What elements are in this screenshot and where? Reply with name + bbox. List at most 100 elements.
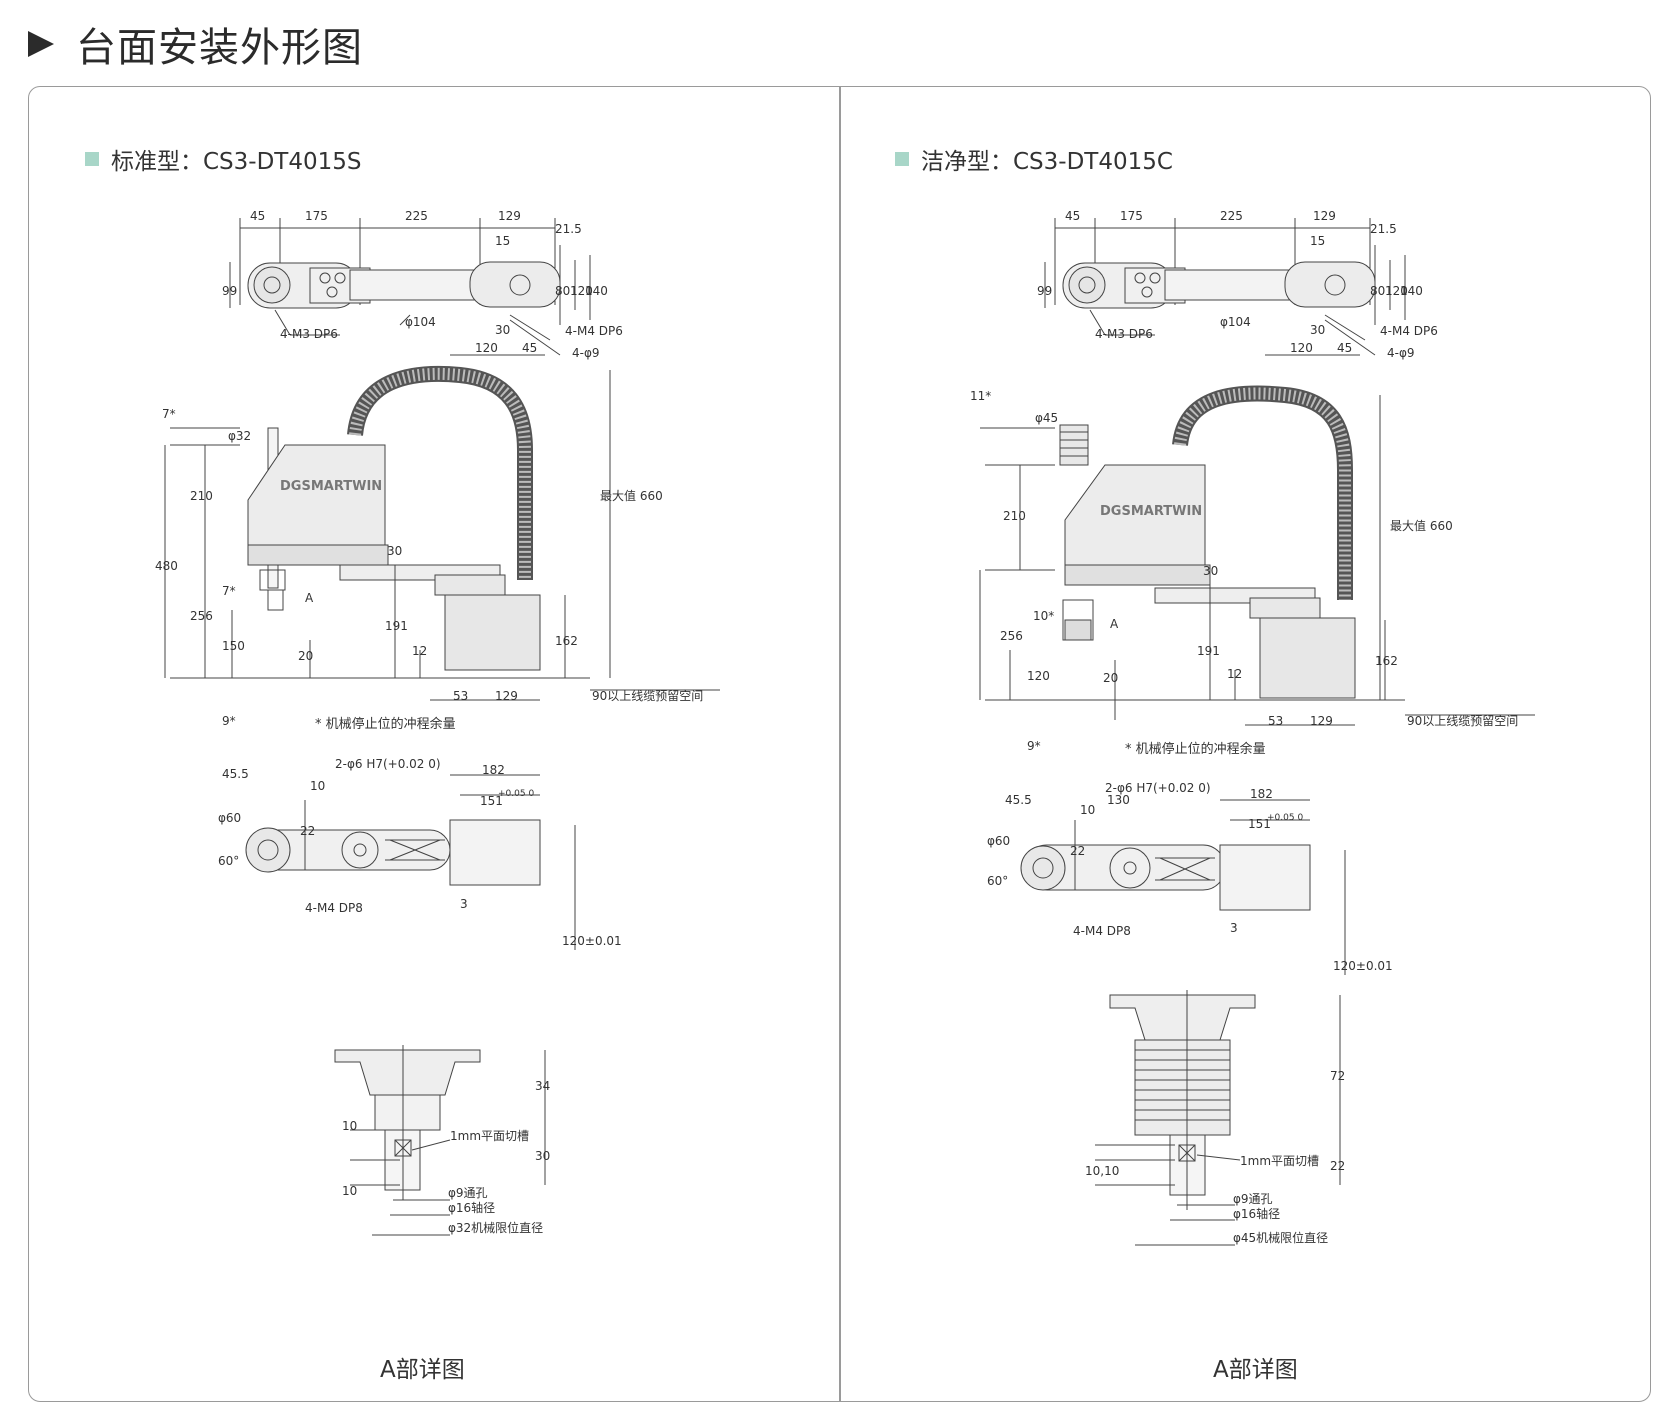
- dim-label: 11*: [970, 389, 991, 403]
- dim-label: φ104: [405, 315, 436, 329]
- dim-label: 22: [1070, 844, 1085, 858]
- dim-label: 7*: [222, 584, 236, 598]
- dim-label: 12: [1227, 667, 1242, 681]
- dim-label: 99: [1037, 284, 1052, 298]
- dim-label: 4-M3 DP6: [280, 327, 338, 341]
- dim-label: φ16轴径: [1233, 1206, 1280, 1221]
- dim-label: 30: [495, 323, 510, 337]
- dim-label: 140: [585, 284, 608, 298]
- panel-divider: [839, 87, 841, 1401]
- right-detail-a: [1095, 990, 1341, 1246]
- dim-label: 30: [387, 544, 402, 558]
- dim-label: 10*: [1033, 609, 1054, 623]
- dim-label: 3: [1230, 921, 1238, 935]
- dim-label: 21.5: [1370, 222, 1397, 236]
- dim-label: 1mm平面切槽: [1240, 1154, 1319, 1168]
- dim-label: 162: [555, 634, 578, 648]
- dim-label: φ32机械限位直径: [448, 1220, 543, 1235]
- square-bullet-icon: [85, 152, 99, 166]
- brand-logo-text: DGSMARTWIN: [1100, 504, 1202, 519]
- dim-label: +0.05 0: [498, 789, 534, 799]
- dim-label: 129: [1313, 209, 1336, 223]
- right-top-view: [1044, 218, 1406, 356]
- dim-label: 15: [1310, 234, 1325, 248]
- dim-label: 90以上线缆预留空间: [592, 689, 703, 703]
- dim-label: 4-M4 DP8: [305, 901, 363, 915]
- dim-label: 60°: [218, 854, 239, 868]
- right-model-label: 洁净型：CS3-DT4015C: [921, 149, 1173, 175]
- section-header: 台面安装外形图: [28, 14, 363, 74]
- left-top-view: [229, 218, 591, 356]
- dim-label: 129: [495, 689, 518, 703]
- right-bottom-view: [1020, 799, 1346, 975]
- dim-label: 最大值 660: [600, 488, 663, 503]
- page-title: 台面安装外形图: [76, 25, 363, 71]
- dim-label: 80: [1370, 284, 1385, 298]
- dim-label: 4-M4 DP6: [565, 324, 623, 338]
- dim-label: 45.5: [222, 767, 249, 781]
- dim-label: 175: [305, 209, 328, 223]
- square-bullet-icon: [895, 152, 909, 166]
- dim-label: 7*: [162, 407, 176, 421]
- dim-label: 1mm平面切槽: [450, 1129, 529, 1143]
- dim-label: 30: [535, 1149, 550, 1163]
- dim-label: 162: [1375, 654, 1398, 668]
- dim-label: φ9通孔: [448, 1186, 488, 1200]
- dim-label: 120: [570, 284, 593, 298]
- dim-label: 129: [498, 209, 521, 223]
- stroke-note: * 机械停止位的冲程余量: [1125, 741, 1266, 757]
- dim-label: 34: [535, 1079, 550, 1093]
- dim-label: 182: [482, 763, 505, 777]
- left-model-label: 标准型：CS3-DT4015S: [111, 149, 362, 175]
- dim-label: 175: [1120, 209, 1143, 223]
- dim-label: 120±0.01: [562, 934, 622, 948]
- dim-label: 9*: [1027, 739, 1041, 753]
- left-bottom-view: [245, 774, 576, 950]
- dim-label: 45: [522, 341, 537, 355]
- dim-label: 4-φ9: [572, 346, 600, 360]
- right-drawing: 45 175 225 129 21.5 15 99 80 120 140 φ10…: [970, 209, 1535, 1246]
- triangle-arrow-icon: [28, 31, 54, 57]
- dim-label: 10: [342, 1184, 357, 1198]
- dim-label: 20: [298, 649, 313, 663]
- dim-label: φ60: [218, 811, 241, 825]
- dim-label: 10,10: [1085, 1164, 1119, 1178]
- dim-label: 10: [1080, 803, 1095, 817]
- dim-label: 225: [405, 209, 428, 223]
- dim-label: 120: [1290, 341, 1313, 355]
- dim-label: 53: [1268, 714, 1283, 728]
- dim-label: 4-M4 DP6: [1380, 324, 1438, 338]
- dim-label: 480: [155, 559, 178, 573]
- dim-label: φ32: [228, 429, 251, 443]
- dim-label: 53: [453, 689, 468, 703]
- dim-label: 9*: [222, 714, 236, 728]
- dim-label: 45: [1337, 341, 1352, 355]
- dim-label: 45: [250, 209, 265, 223]
- dim-label: φ45机械限位直径: [1233, 1230, 1328, 1245]
- dim-label: 30: [1310, 323, 1325, 337]
- dim-label: 45.5: [1005, 793, 1032, 807]
- left-drawing: 45 175 225 129 21.5 15 99 80 120 140 φ10…: [155, 209, 720, 1236]
- dim-label: 140: [1400, 284, 1423, 298]
- dim-label: +0.05 0: [1267, 813, 1303, 823]
- dim-label: 2-φ6 H7(+0.02 0): [335, 757, 441, 771]
- dim-label: 72: [1330, 1069, 1345, 1083]
- dim-label: 10: [310, 779, 325, 793]
- dim-label: A: [1110, 617, 1119, 631]
- dim-label: 120: [475, 341, 498, 355]
- stroke-note: * 机械停止位的冲程余量: [315, 716, 456, 732]
- dim-label: 4-M3 DP6: [1095, 327, 1153, 341]
- dim-label: 210: [190, 489, 213, 503]
- dim-label: 99: [222, 284, 237, 298]
- dim-label: 120±0.01: [1333, 959, 1393, 973]
- dim-label: 191: [1197, 644, 1220, 658]
- dim-label: φ16轴径: [448, 1200, 495, 1215]
- dim-label: 4-M4 DP8: [1073, 924, 1131, 938]
- dim-label: 3: [460, 897, 468, 911]
- dim-label: 最大值 660: [1390, 518, 1453, 533]
- brand-logo-text: DGSMARTWIN: [280, 479, 382, 494]
- dim-label: 2-φ6 H7(+0.02 0): [1105, 781, 1211, 795]
- right-panel-title: 洁净型：CS3-DT4015C: [895, 142, 1173, 176]
- left-detail-caption: A部详图: [380, 1357, 465, 1383]
- right-side-view: [979, 385, 1535, 726]
